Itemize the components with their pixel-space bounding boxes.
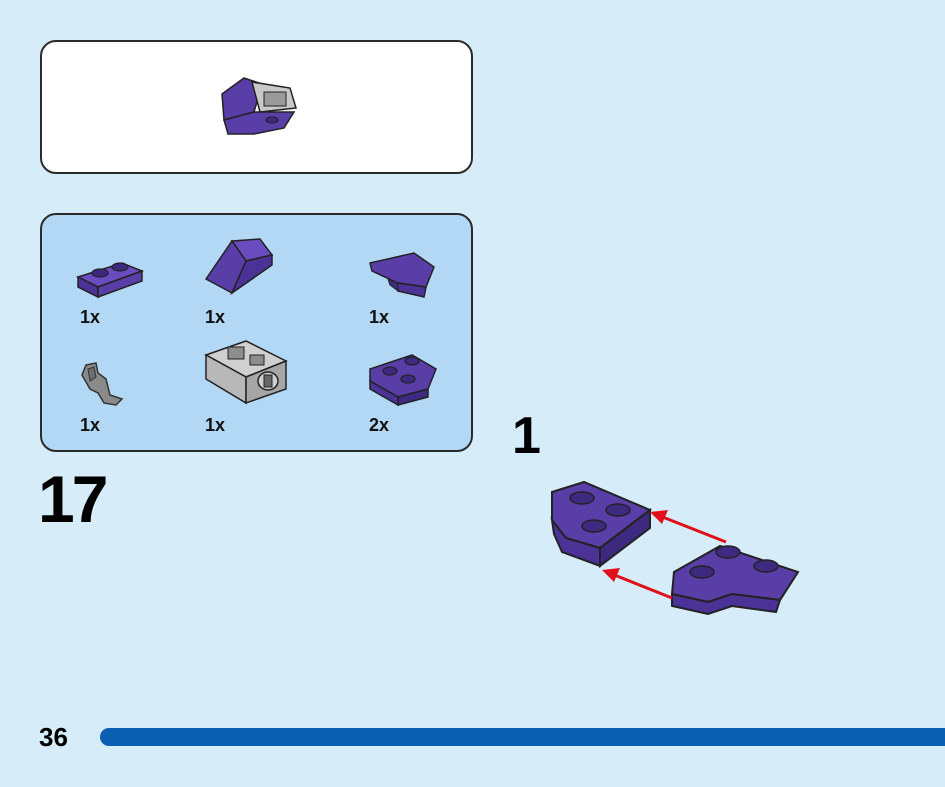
substep-number: 1 xyxy=(512,407,541,465)
part-technic-connector-image xyxy=(204,340,288,405)
part-quantity: 1x xyxy=(80,307,101,327)
page-number: 36 xyxy=(39,722,68,752)
part-slope-wedge-image xyxy=(204,238,274,296)
subassembly-preview-image xyxy=(221,77,297,135)
part-quantity: 2x xyxy=(369,415,390,435)
assembly-illustration xyxy=(550,480,800,616)
part-plate-1x2-image xyxy=(76,262,145,299)
preview-panel xyxy=(40,40,473,174)
part-quantity: 1x xyxy=(205,415,226,435)
part-quantity: 1x xyxy=(205,307,226,327)
step-number: 17 xyxy=(38,462,108,536)
progress-bar xyxy=(100,728,945,746)
part-wedge-plate-3stud-image xyxy=(369,354,437,407)
part-quantity: 1x xyxy=(369,307,390,327)
part-wedge-plate-image xyxy=(369,252,435,298)
part-quantity: 1x xyxy=(80,415,101,435)
parts-list-panel: 1x 1x 1x 1x 1x 2x xyxy=(40,213,473,452)
part-clip-image xyxy=(81,362,124,406)
